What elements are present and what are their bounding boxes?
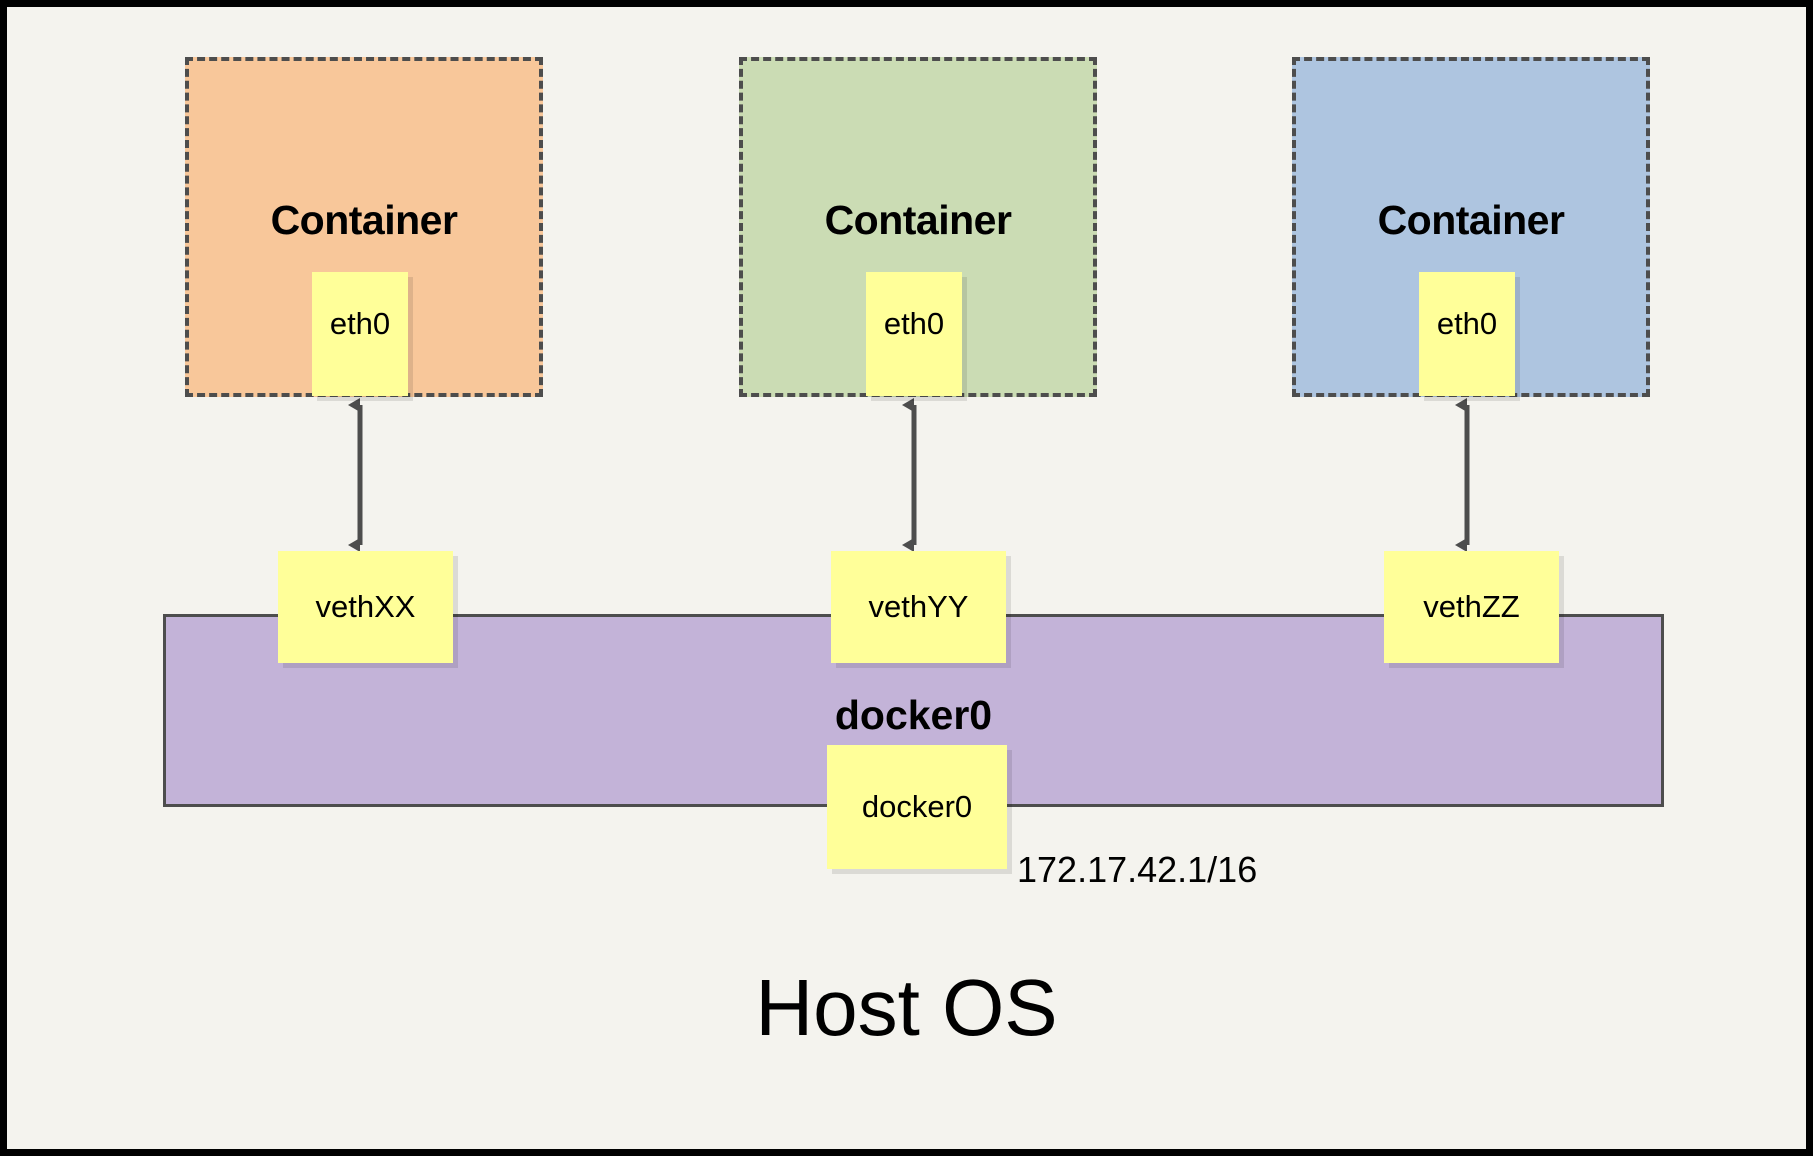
eth0-label-3: eth0 <box>1436 306 1498 341</box>
diagram-inner-surface: Container eth0 Container eth0 Container … <box>7 7 1806 1149</box>
arrow-eth0-to-vethZZ <box>1455 398 1470 552</box>
arrow-eth0-to-vethYY <box>902 398 917 552</box>
veth-note-xx: vethXX <box>278 551 453 663</box>
eth0-note-2: eth0 <box>866 272 962 396</box>
docker0-interface-label: docker0 <box>861 789 973 824</box>
veth-label-xx: vethXX <box>315 589 416 624</box>
veth-note-zz: vethZZ <box>1384 551 1559 663</box>
eth0-note-1: eth0 <box>312 272 408 396</box>
docker0-ip-label: 172.17.42.1/16 <box>1017 849 1258 890</box>
container-title-1: Container <box>270 197 458 243</box>
eth0-note-3: eth0 <box>1419 272 1515 396</box>
eth0-label-2: eth0 <box>883 306 945 341</box>
docker0-bridge-label: docker0 <box>834 692 993 738</box>
arrow-eth0-to-vethXX <box>348 398 363 552</box>
veth-label-zz: vethZZ <box>1423 589 1520 624</box>
container-title-3: Container <box>1377 197 1565 243</box>
eth0-label-1: eth0 <box>329 306 391 341</box>
veth-note-yy: vethYY <box>831 551 1006 663</box>
docker0-interface-note: docker0 <box>827 745 1007 869</box>
container-title-2: Container <box>824 197 1012 243</box>
host-os-title: Host OS <box>755 963 1058 1052</box>
veth-label-yy: vethYY <box>868 589 969 624</box>
